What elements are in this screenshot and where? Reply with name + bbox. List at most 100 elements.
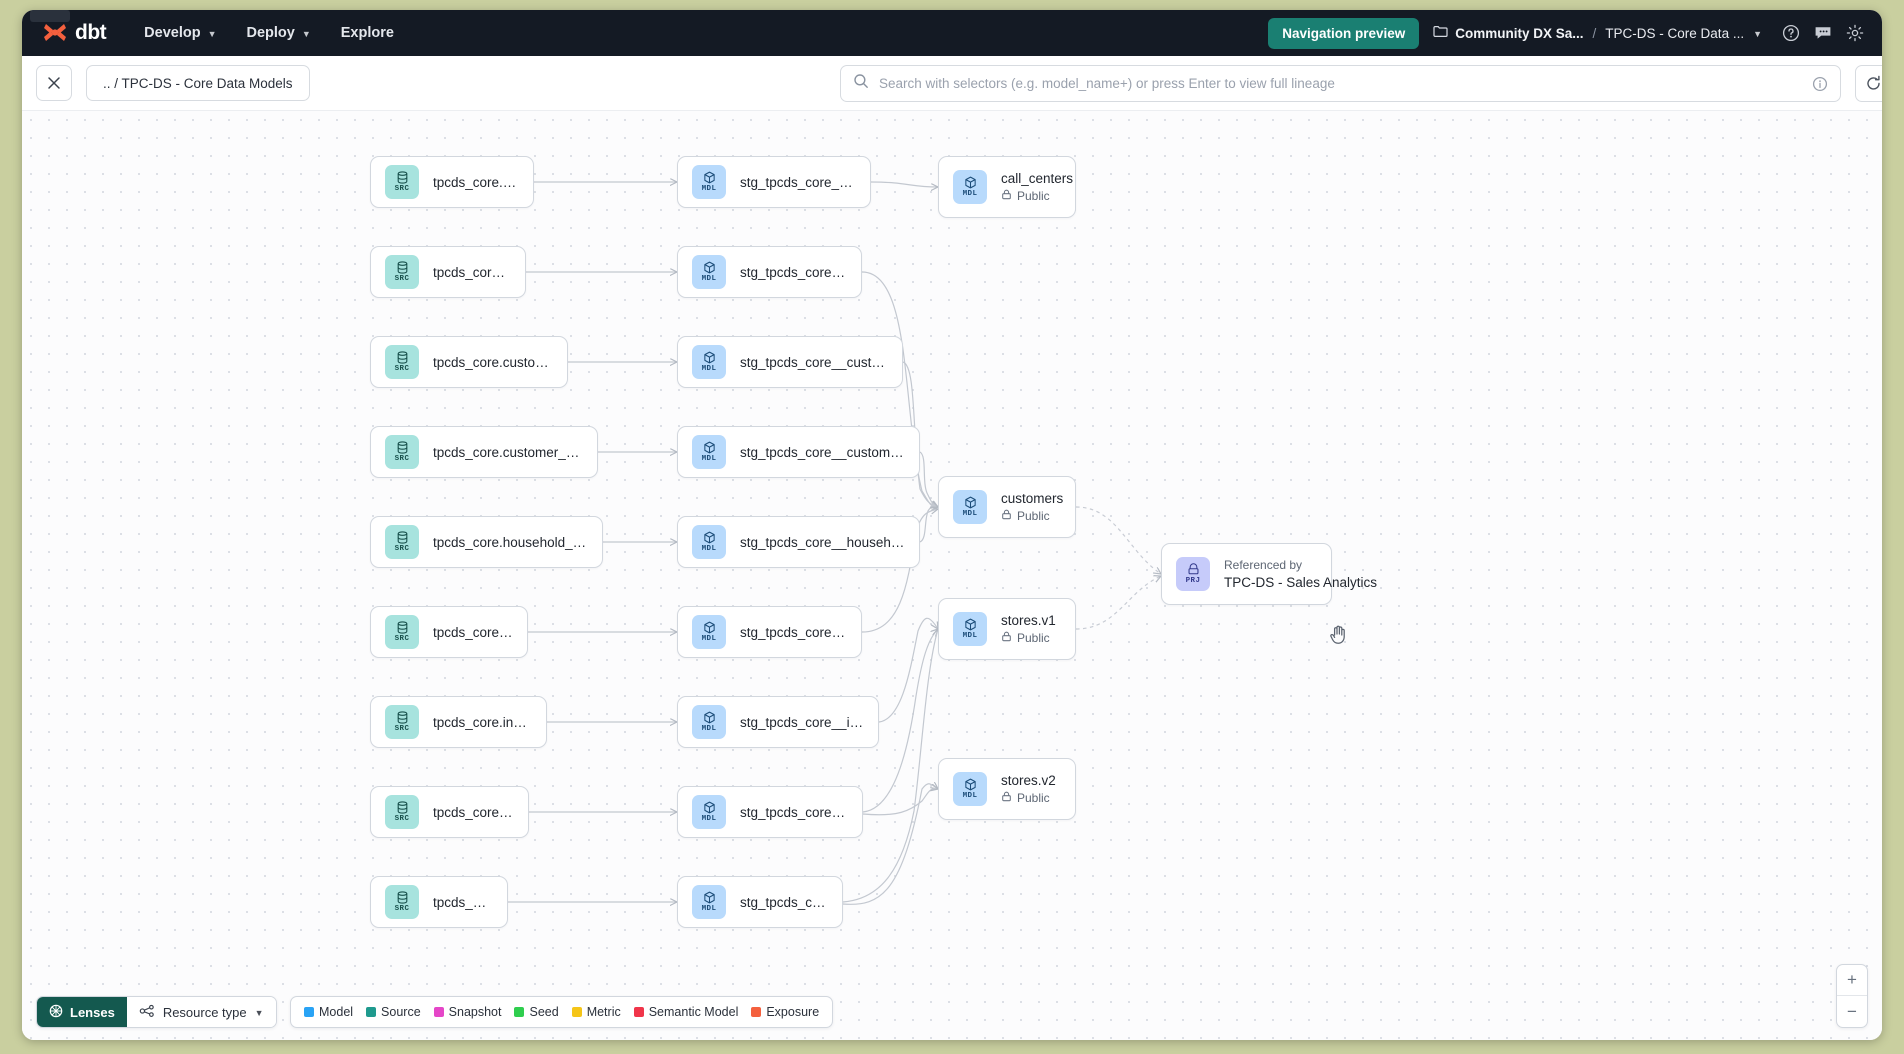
- legend-item-source[interactable]: Source: [366, 1005, 421, 1019]
- nav-icon-group: [1782, 24, 1864, 42]
- legend-item-semantic-model[interactable]: Semantic Model: [633, 1005, 739, 1019]
- window-drag-handle[interactable]: [30, 10, 70, 22]
- node-label: tpcds_core.inventory: [433, 804, 514, 820]
- database-icon: [396, 890, 409, 905]
- legend-swatch: [571, 1007, 582, 1017]
- navigation-preview-button[interactable]: Navigation preview: [1268, 17, 1420, 49]
- lock-icon: [1001, 509, 1012, 523]
- node-title: call_centers: [1001, 171, 1074, 186]
- dbt-logo[interactable]: dbt: [42, 21, 107, 45]
- cube-icon: [964, 777, 977, 792]
- close-lineage-button[interactable]: [36, 65, 72, 101]
- database-icon: [396, 530, 409, 545]
- lineage-graph-canvas[interactable]: SRCtpcds_core.call_centerSRCtpcds_core.c…: [22, 111, 1882, 1040]
- resource-graph-icon: [139, 1004, 155, 1021]
- lenses-button[interactable]: Lenses: [37, 997, 127, 1027]
- lineage-node-mdl-stg-household-demographics[interactable]: MDLstg_tpcds_core__household_demogr...: [677, 516, 920, 568]
- legend-item-seed[interactable]: Seed: [514, 1005, 559, 1019]
- legend-item-snapshot[interactable]: Snapshot: [433, 1005, 502, 1019]
- legend-item-model[interactable]: Model: [304, 1005, 353, 1019]
- node-type-badge-mdl: MDL: [692, 615, 726, 649]
- cube-icon: [703, 530, 716, 545]
- zoom-out-button[interactable]: −: [1847, 1001, 1857, 1021]
- lineage-node-src-inventory[interactable]: SRC tpcds_core.inventory: [370, 786, 529, 838]
- node-label: stg_tpcds_core__store: [740, 894, 828, 910]
- legend-label: Semantic Model: [648, 1005, 739, 1019]
- cube-icon: [703, 620, 716, 635]
- node-type-badge-src: SRC: [385, 795, 419, 829]
- dbt-explore-window: dbt Develop ▼ Deploy ▼ Explore Navigatio…: [22, 10, 1882, 1040]
- settings-gear-icon[interactable]: [1846, 24, 1864, 42]
- pan-hand-cursor: [1329, 624, 1349, 646]
- legend-item-exposure[interactable]: Exposure: [751, 1005, 819, 1019]
- breadcrumb-project[interactable]: Community DX Sa...: [1433, 25, 1584, 41]
- node-label: tpcds_core.income_band: [433, 714, 532, 730]
- resource-type-legend: Model Source Snapshot Seed Metric Semantic Mo…: [290, 996, 834, 1028]
- node-type-badge-mdl: MDL: [692, 795, 726, 829]
- breadcrumb: Community DX Sa... / TPC-DS - Core Data …: [1433, 25, 1762, 41]
- folder-icon: [1433, 25, 1448, 41]
- node-type-badge-prj: PRJ: [1176, 557, 1210, 591]
- lenses-button-label: Lenses: [70, 1004, 115, 1020]
- legend-swatch: [366, 1007, 377, 1017]
- lineage-edges: [508, 111, 1882, 1040]
- legend-item-metric[interactable]: Metric: [571, 1005, 621, 1019]
- node-label: stg_tpcds_core__household_demogr...: [740, 534, 905, 550]
- nav-item-deploy[interactable]: Deploy ▼: [247, 25, 311, 41]
- breadcrumb-project-label: Community DX Sa...: [1455, 25, 1584, 41]
- feedback-icon[interactable]: [1814, 25, 1832, 41]
- cube-icon: [703, 800, 716, 815]
- breadcrumb-environment[interactable]: TPC-DS - Core Data ...: [1605, 25, 1745, 41]
- info-icon[interactable]: [1812, 76, 1828, 92]
- node-label: stg_tpcds_core__customer_address: [740, 354, 888, 370]
- chevron-down-icon: ▼: [301, 29, 311, 39]
- resource-type-filter[interactable]: Resource type ▼: [126, 997, 276, 1027]
- legend-label: Seed: [529, 1005, 559, 1019]
- node-type-badge-mdl: MDL: [692, 435, 726, 469]
- breadcrumb-chevron-down-icon[interactable]: ▼: [1753, 29, 1762, 39]
- legend-label: Snapshot: [448, 1005, 502, 1019]
- node-access-badge: Public: [1001, 189, 1061, 203]
- help-icon[interactable]: [1782, 24, 1800, 42]
- nav-item-develop[interactable]: Develop ▼: [144, 25, 216, 41]
- cube-icon: [703, 710, 716, 725]
- zoom-in-button[interactable]: +: [1837, 965, 1867, 996]
- lineage-breadcrumb-button[interactable]: .. / TPC-DS - Core Data Models: [86, 65, 310, 101]
- top-navigation-bar: dbt Develop ▼ Deploy ▼ Explore Navigatio…: [22, 10, 1882, 56]
- refresh-button[interactable]: [1855, 65, 1882, 102]
- project-node-name: TPC-DS - Sales Analytics: [1224, 575, 1378, 590]
- top-nav-right-group: Navigation preview Community DX Sa... / …: [1268, 17, 1864, 49]
- node-type-badge-src: SRC: [385, 615, 419, 649]
- legend-label: Exposure: [766, 1005, 820, 1019]
- node-type-badge-src: SRC: [385, 345, 419, 379]
- nav-item-explore[interactable]: Explore: [341, 25, 394, 41]
- breadcrumb-separator: /: [1592, 25, 1597, 41]
- lock-icon: [1001, 631, 1012, 645]
- lineage-search-box[interactable]: [840, 65, 1841, 102]
- lock-icon: [1001, 791, 1012, 805]
- node-label: tpcds_core.household_demographics: [433, 534, 588, 550]
- search-input[interactable]: [879, 76, 1802, 91]
- lineage-node-mdl-stg-customer-demographics[interactable]: MDLstg_tpcds_core__customer_demogra...: [677, 426, 920, 478]
- search-icon: [853, 73, 869, 94]
